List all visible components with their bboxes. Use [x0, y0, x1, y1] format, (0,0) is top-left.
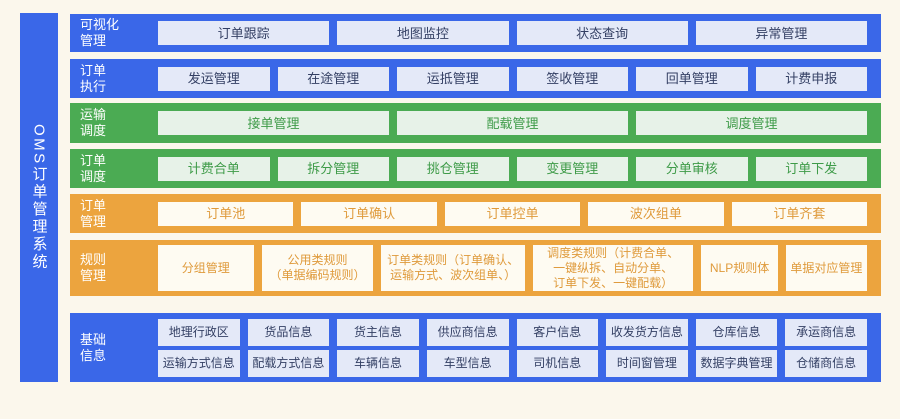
band-visualization-mgmt: 可视化管理订单跟踪地图监控状态查询异常管理: [70, 14, 881, 52]
band-body-rule-mgmt: 分组管理公用类规则 （单据编码规则）订单类规则（订单确认、 运输方式、波次组单、…: [158, 240, 881, 296]
module-button[interactable]: 订单跟踪: [158, 21, 330, 45]
module-button[interactable]: 计费合单: [158, 156, 270, 181]
band-order-mgmt: 订单管理订单池订单确认订单控单波次组单订单齐套: [70, 194, 881, 233]
module-button[interactable]: 司机信息: [516, 349, 599, 377]
module-button[interactable]: 拆分管理: [277, 156, 389, 181]
module-button[interactable]: 回单管理: [636, 66, 748, 91]
band-order-execution: 订单执行发运管理在途管理运抵管理签收管理回单管理计费申报: [70, 59, 881, 98]
band-body-basic-info: 地理行政区货品信息货主信息供应商信息客户信息收发货方信息仓库信息承运商信息运输方…: [158, 313, 881, 382]
band-label-line: 调度: [80, 168, 107, 184]
band-rule-mgmt: 规则管理分组管理公用类规则 （单据编码规则）订单类规则（订单确认、 运输方式、波…: [70, 240, 881, 296]
module-button[interactable]: 地图监控: [337, 21, 509, 45]
band-label-basic-info: 基础信息: [70, 313, 158, 382]
module-button[interactable]: 订单池: [158, 201, 294, 226]
band-label-order-mgmt: 订单管理: [70, 194, 158, 233]
band-order-dispatch: 订单调度计费合单拆分管理挑仓管理变更管理分单审核订单下发: [70, 149, 881, 188]
band-label-transport-dispatch: 运输调度: [70, 103, 158, 143]
band-label-line: 执行: [80, 78, 107, 94]
module-button[interactable]: 挑仓管理: [397, 156, 509, 181]
module-button[interactable]: 签收管理: [516, 66, 628, 91]
band-label-line: 管理: [80, 268, 107, 283]
band-label-line: 订单: [80, 197, 107, 213]
module-rows: 可视化管理订单跟踪地图监控状态查询异常管理订单执行发运管理在途管理运抵管理签收管…: [70, 14, 881, 382]
module-button[interactable]: 订单类规则（订单确认、 运输方式、波次组单、）: [381, 245, 525, 291]
module-button[interactable]: 收发货方信息: [606, 318, 688, 346]
module-button[interactable]: 接单管理: [158, 111, 389, 135]
band-label-order-execution: 订单执行: [70, 59, 158, 98]
module-button[interactable]: 运抵管理: [397, 66, 509, 91]
module-button[interactable]: 配载管理: [397, 111, 628, 135]
module-button[interactable]: 计费申报: [755, 66, 867, 91]
band-label-rule-mgmt: 规则管理: [70, 240, 158, 296]
band-transport-dispatch: 运输调度接单管理配载管理调度管理: [70, 103, 881, 143]
module-button[interactable]: 状态查询: [516, 21, 688, 45]
module-button[interactable]: 异常管理: [695, 21, 867, 45]
band-body-visualization-mgmt: 订单跟踪地图监控状态查询异常管理: [158, 14, 881, 52]
band-label-line: 订单: [80, 152, 107, 168]
module-button[interactable]: 调度类规则（计费合单、 一键纵拆、自动分单、 订单下发、一键配载）: [532, 245, 694, 291]
info-grid: 运输方式信息配载方式信息车辆信息车型信息司机信息时间窗管理数据字典管理仓储商信息: [158, 349, 867, 377]
module-button[interactable]: 分单审核: [636, 156, 748, 181]
band-label-line: 管理: [80, 33, 107, 48]
system-title-bar: OMS订单管理系统: [20, 13, 58, 382]
module-button[interactable]: 订单下发: [755, 156, 867, 181]
band-basic-info: 基础信息地理行政区货品信息货主信息供应商信息客户信息收发货方信息仓库信息承运商信…: [70, 313, 881, 382]
info-grid: 地理行政区货品信息货主信息供应商信息客户信息收发货方信息仓库信息承运商信息: [158, 318, 867, 346]
module-button[interactable]: 地理行政区: [158, 318, 240, 346]
module-button[interactable]: 订单齐套: [731, 201, 868, 226]
module-button[interactable]: 调度管理: [636, 111, 867, 135]
module-button[interactable]: 客户信息: [516, 318, 599, 346]
band-label-line: 规则: [80, 252, 107, 267]
module-button[interactable]: 货品信息: [247, 318, 330, 346]
band-label-line: 管理: [80, 213, 107, 229]
band-label-line: 调度: [80, 123, 107, 138]
module-button[interactable]: 订单控单: [444, 201, 581, 226]
module-button[interactable]: 数据字典管理: [695, 349, 778, 377]
band-label-line: 可视化: [80, 17, 120, 32]
band-label-visualization-mgmt: 可视化管理: [70, 14, 158, 52]
module-button[interactable]: 公用类规则 （单据编码规则）: [261, 245, 374, 291]
band-body-order-execution: 发运管理在途管理运抵管理签收管理回单管理计费申报: [158, 59, 881, 98]
module-button[interactable]: 承运商信息: [785, 318, 867, 346]
band-label-order-dispatch: 订单调度: [70, 149, 158, 188]
module-button[interactable]: 单据对应管理: [785, 245, 868, 291]
band-body-order-dispatch: 计费合单拆分管理挑仓管理变更管理分单审核订单下发: [158, 149, 881, 188]
module-button[interactable]: 仓储商信息: [785, 349, 867, 377]
band-label-line: 基础: [80, 331, 107, 347]
module-button[interactable]: 在途管理: [277, 66, 389, 91]
module-button[interactable]: 分组管理: [158, 245, 254, 291]
system-title: OMS订单管理系统: [30, 124, 48, 271]
module-button[interactable]: 发运管理: [158, 66, 270, 91]
module-button[interactable]: 波次组单: [588, 201, 724, 226]
band-label-line: 订单: [80, 62, 107, 78]
band-label-line: 信息: [80, 347, 107, 363]
module-button[interactable]: 变更管理: [516, 156, 628, 181]
band-label-line: 运输: [80, 107, 107, 122]
band-body-order-mgmt: 订单池订单确认订单控单波次组单订单齐套: [158, 194, 881, 233]
module-button[interactable]: 配载方式信息: [247, 349, 330, 377]
module-button[interactable]: 订单确认: [301, 201, 437, 226]
band-body-transport-dispatch: 接单管理配载管理调度管理: [158, 103, 881, 143]
module-button[interactable]: 运输方式信息: [158, 349, 240, 377]
module-button[interactable]: 车型信息: [426, 349, 509, 377]
module-button[interactable]: 车辆信息: [337, 349, 419, 377]
module-button[interactable]: 仓库信息: [695, 318, 778, 346]
module-button[interactable]: 时间窗管理: [606, 349, 688, 377]
module-button[interactable]: 供应商信息: [426, 318, 509, 346]
module-button[interactable]: NLP规则体: [701, 245, 778, 291]
module-button[interactable]: 货主信息: [337, 318, 419, 346]
